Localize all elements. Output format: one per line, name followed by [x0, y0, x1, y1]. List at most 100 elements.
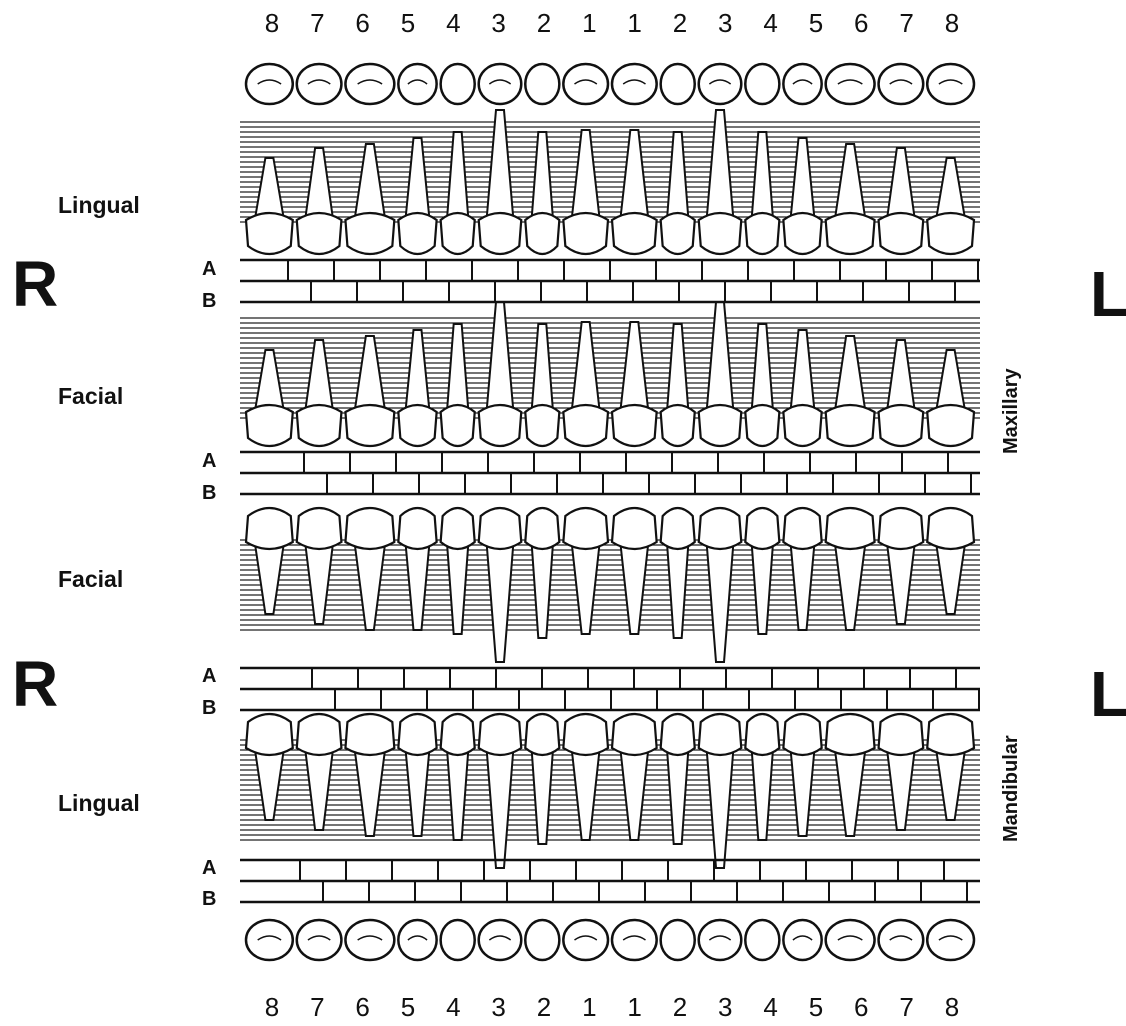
upper-facial-tooth-crown: [745, 405, 779, 446]
upper-occlusal-tooth: [345, 64, 394, 104]
lower-lingual-tooth-root: [305, 746, 334, 830]
lower-facial-tooth-crown: [479, 508, 522, 549]
lower-facial-tooth-crown: [879, 508, 924, 549]
lower-facial-tooth-root: [405, 540, 430, 630]
lower-facial-tooth-crown: [783, 508, 821, 549]
lower-facial-tooth-crown: [661, 508, 695, 549]
lower-lingual-tooth-crown: [661, 714, 695, 755]
lower-facial-tooth-crown: [612, 508, 657, 549]
upper-facial-tooth-crown: [879, 405, 924, 446]
upper-lingual-tooth-crown: [745, 213, 779, 254]
upper-occlusal-tooth: [783, 64, 821, 104]
lower-lingual-tooth-root: [887, 746, 916, 830]
lower-lingual-tooth-crown: [297, 714, 342, 755]
lower-occlusal-tooth: [826, 920, 875, 960]
upper-facial-tooth-crown: [246, 405, 293, 446]
lower-lingual-tooth-crown: [879, 714, 924, 755]
lower-occlusal-tooth: [745, 920, 779, 960]
upper-facial-tooth-root: [571, 322, 600, 414]
upper-lingual-tooth-crown: [699, 213, 742, 254]
lower-facial-tooth-crown: [297, 508, 342, 549]
lower-facial-tooth-crown: [699, 508, 742, 549]
lower-lingual-tooth-root: [620, 746, 649, 840]
lower-occlusal-tooth: [879, 920, 924, 960]
lower-facial-tooth-crown: [441, 508, 475, 549]
lower-occlusal-tooth: [563, 920, 608, 960]
upper-lingual-tooth-crown: [783, 213, 821, 254]
upper-lingual-tooth-root: [571, 130, 600, 222]
upper-lingual-tooth-root: [667, 132, 689, 222]
lower-facial-tooth-crown: [745, 508, 779, 549]
upper-lingual-tooth-root: [354, 144, 385, 222]
lower-lingual-tooth-root: [571, 746, 600, 840]
lower-lingual-tooth-crown: [441, 714, 475, 755]
upper-lingual-tooth-crown: [246, 213, 293, 254]
upper-lingual-tooth-root: [531, 132, 553, 222]
lower-lingual-tooth-crown: [826, 714, 875, 755]
lower-facial-tooth-root: [667, 540, 689, 638]
lower-facial-tooth-root: [305, 540, 334, 624]
upper-occlusal-tooth: [826, 64, 875, 104]
lower-lingual-tooth-root: [706, 746, 733, 868]
lower-facial-tooth-crown: [246, 508, 293, 549]
lower-lingual-tooth-crown: [783, 714, 821, 755]
lower-lingual-tooth-crown: [345, 714, 394, 755]
upper-lingual-tooth-root: [447, 132, 469, 222]
lower-facial-tooth-root: [936, 540, 966, 614]
lower-facial-tooth-root: [706, 540, 733, 662]
lower-lingual-tooth-crown: [927, 714, 974, 755]
upper-facial-tooth-crown: [479, 405, 522, 446]
lower-lingual-tooth-root: [936, 746, 966, 820]
upper-lingual-tooth-root: [834, 144, 865, 222]
upper-lingual-tooth-crown: [297, 213, 342, 254]
upper-occlusal-tooth: [563, 64, 608, 104]
upper-lingual-tooth-crown: [879, 213, 924, 254]
lower-occlusal-tooth: [525, 920, 559, 960]
upper-facial-tooth-crown: [927, 405, 974, 446]
upper-occlusal-tooth: [246, 64, 293, 104]
upper-facial-tooth-root: [486, 302, 513, 414]
lower-lingual-tooth-crown: [479, 714, 522, 755]
lower-lingual-tooth-root: [254, 746, 284, 820]
upper-lingual-tooth-crown: [479, 213, 522, 254]
lower-occlusal-tooth: [479, 920, 522, 960]
lower-lingual-tooth-crown: [525, 714, 559, 755]
lower-lingual-tooth-crown: [699, 714, 742, 755]
upper-facial-tooth-root: [305, 340, 334, 414]
upper-lingual-tooth-crown: [661, 213, 695, 254]
upper-facial-tooth-crown: [563, 405, 608, 446]
lower-facial-tooth-crown: [525, 508, 559, 549]
lower-occlusal-tooth: [297, 920, 342, 960]
lower-facial-tooth-root: [887, 540, 916, 624]
upper-lingual-tooth-crown: [441, 213, 475, 254]
upper-occlusal-tooth: [699, 64, 742, 104]
lower-facial-tooth-crown: [927, 508, 974, 549]
upper-facial-tooth-crown: [783, 405, 821, 446]
upper-lingual-tooth-crown: [398, 213, 436, 254]
upper-occlusal-tooth: [525, 64, 559, 104]
lower-occlusal-tooth: [927, 920, 974, 960]
lower-lingual-tooth-crown: [398, 714, 436, 755]
lower-lingual-tooth-root: [751, 746, 773, 840]
upper-occlusal-tooth: [745, 64, 779, 104]
lower-occlusal-tooth: [345, 920, 394, 960]
upper-facial-tooth-crown: [345, 405, 394, 446]
upper-facial-tooth-crown: [699, 405, 742, 446]
upper-facial-tooth-crown: [661, 405, 695, 446]
lower-facial-tooth-crown: [345, 508, 394, 549]
lower-lingual-tooth-crown: [246, 714, 293, 755]
lower-lingual-tooth-crown: [612, 714, 657, 755]
upper-lingual-tooth-crown: [345, 213, 394, 254]
lower-lingual-tooth-root: [405, 746, 430, 836]
upper-occlusal-tooth: [479, 64, 522, 104]
upper-lingual-tooth-crown: [612, 213, 657, 254]
lower-occlusal-tooth: [699, 920, 742, 960]
upper-facial-tooth-crown: [441, 405, 475, 446]
lower-occlusal-tooth: [441, 920, 475, 960]
upper-lingual-tooth-root: [751, 132, 773, 222]
upper-occlusal-tooth: [879, 64, 924, 104]
lower-lingual-tooth-crown: [745, 714, 779, 755]
upper-lingual-tooth-root: [305, 148, 334, 222]
upper-occlusal-tooth: [927, 64, 974, 104]
